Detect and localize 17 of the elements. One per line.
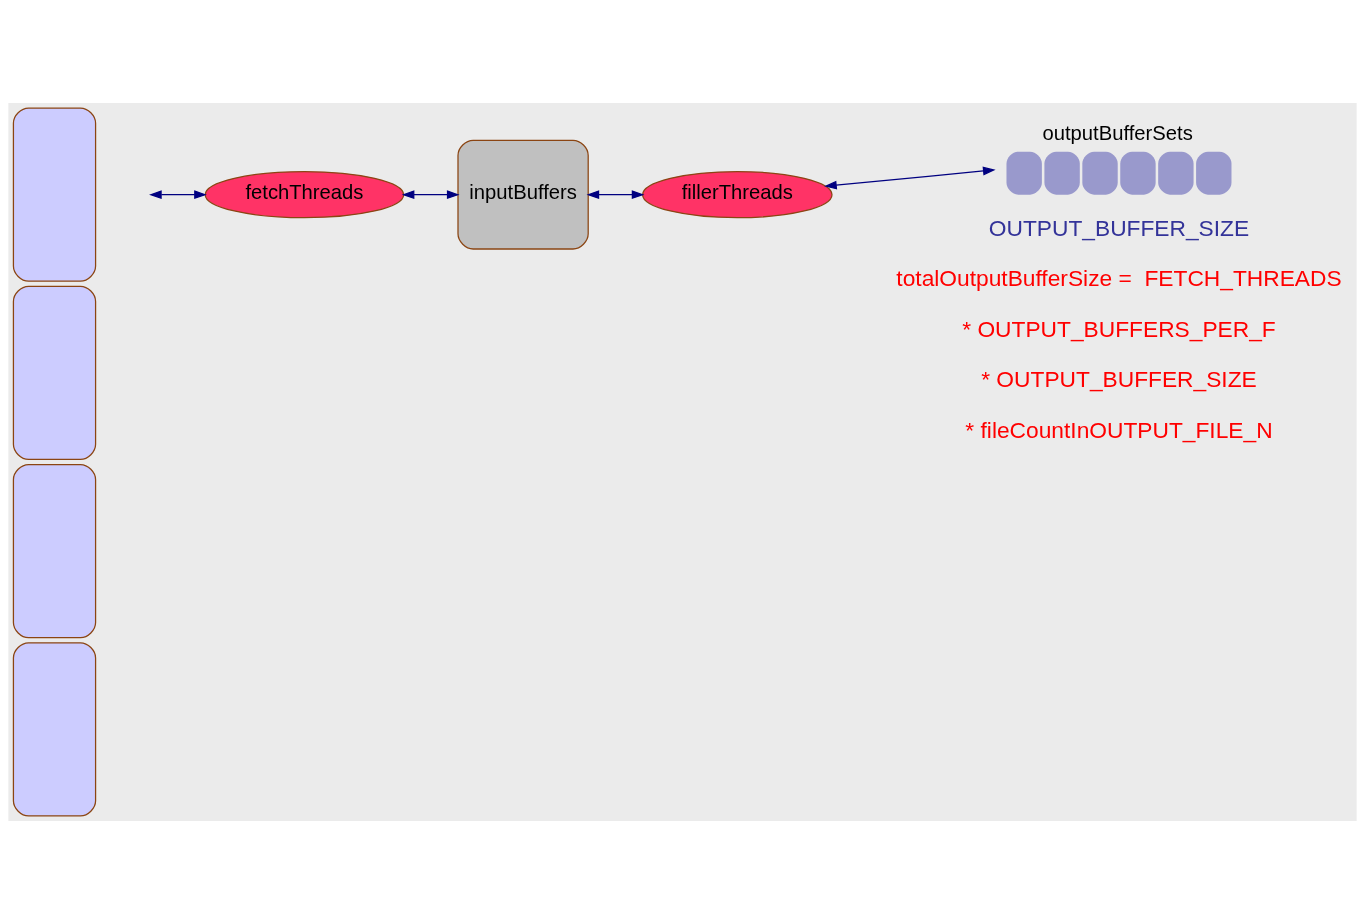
node-box — [12, 285, 97, 460]
arrow — [401, 189, 460, 199]
arrow — [586, 189, 645, 199]
node-box: inputBuffers — [457, 139, 589, 250]
label: * fileCountInOUTPUT_FILE_N — [965, 416, 1273, 443]
node-box — [12, 641, 97, 817]
label: * OUTPUT_BUFFERS_PER_F — [962, 315, 1276, 342]
arrow — [824, 166, 996, 190]
node-ellipse: fillerThreads — [642, 170, 833, 218]
node-box — [12, 106, 97, 282]
label: totalOutputBufferSize = FETCH_THREADS — [896, 264, 1342, 291]
node-ellipse: fetchThreads — [204, 170, 405, 218]
node-box — [12, 463, 97, 638]
label: * OUTPUT_BUFFER_SIZE — [981, 365, 1257, 392]
node-label: outputBufferSets — [1042, 121, 1193, 144]
label: OUTPUT_BUFFER_SIZE — [988, 214, 1250, 241]
arrow — [149, 189, 207, 199]
